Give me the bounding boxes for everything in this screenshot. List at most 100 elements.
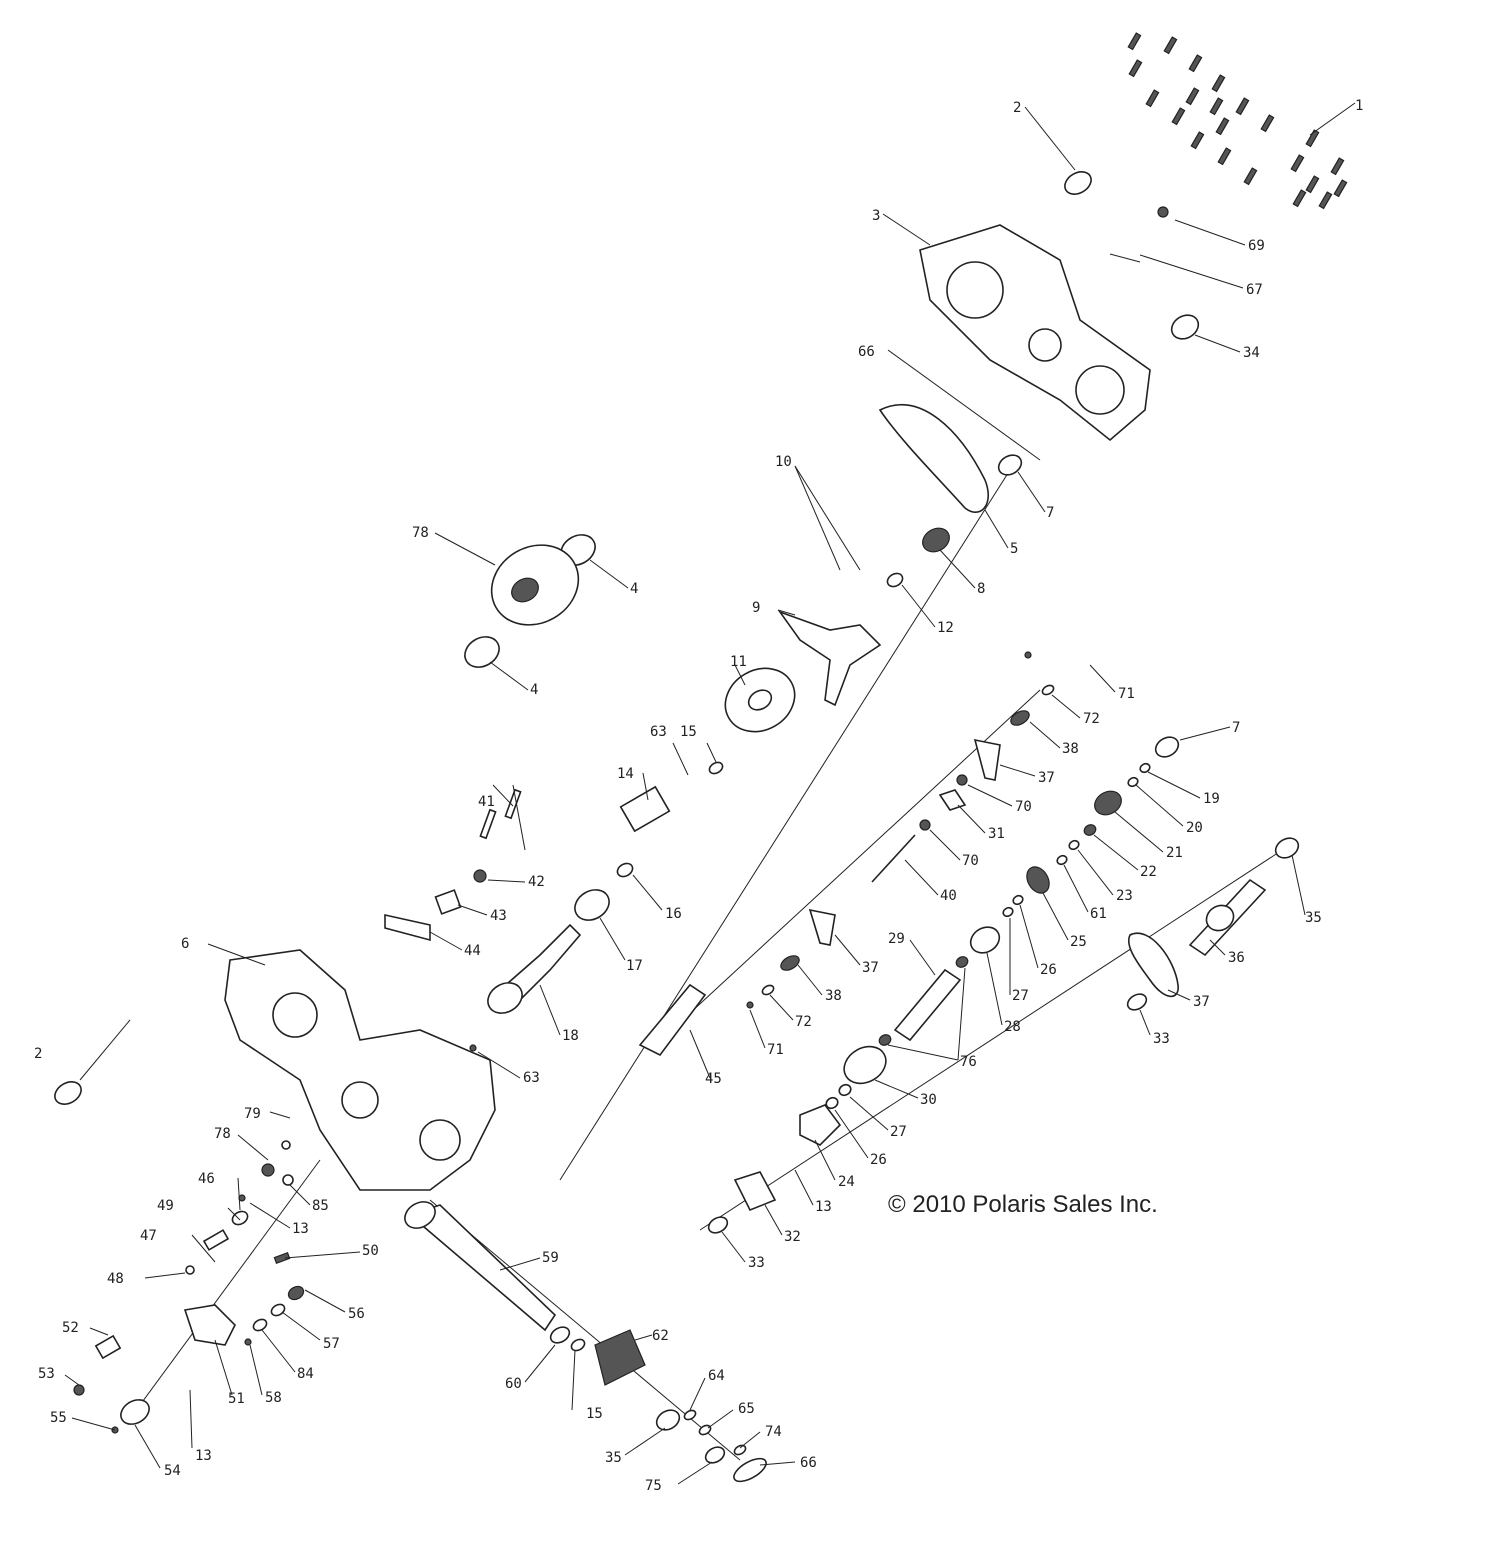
spring-39-upper: [1010, 710, 1030, 726]
cover-32: [733, 1171, 777, 1212]
callout-36: 36: [1228, 950, 1245, 966]
fork-38-upper: [973, 738, 1001, 781]
callout-37: 37: [1193, 994, 1210, 1010]
copyright-notice: © 2010 Polaris Sales Inc.: [888, 1191, 1158, 1218]
callout-59: 59: [542, 1250, 559, 1266]
bearing-7-lower: [1154, 736, 1180, 758]
collar-57: [270, 1303, 286, 1317]
sprocket-8: [922, 527, 950, 553]
callout-76: 76: [960, 1054, 977, 1070]
callout-3: 3: [872, 208, 880, 224]
callout-18: 18: [562, 1028, 579, 1044]
callout-57: 57: [323, 1336, 340, 1352]
ring-27-lower: [838, 1083, 852, 1097]
callout-30: 30: [920, 1092, 937, 1108]
bolt-set: [1127, 32, 1348, 210]
gear-21: [1094, 790, 1122, 816]
callout-13c: 13: [195, 1448, 212, 1464]
plate-14: [619, 785, 671, 833]
ring-75: [704, 1446, 726, 1464]
gear-30: [843, 1045, 887, 1085]
callout-leaders: [64, 102, 1356, 1485]
callout-42: 42: [528, 874, 545, 890]
callout-52: 52: [62, 1320, 79, 1336]
washer-78: [281, 1140, 291, 1150]
callout-27b: 27: [890, 1124, 907, 1140]
callout-6: 6: [181, 936, 189, 952]
nut-70: [1157, 206, 1169, 218]
callout-21: 21: [1166, 845, 1183, 861]
callout-47: 47: [140, 1228, 157, 1244]
motor-54: [120, 1399, 150, 1425]
pin-72-lower: [746, 1001, 754, 1009]
callout-43: 43: [490, 908, 507, 924]
pin-41a: [479, 808, 497, 840]
ring-16: [616, 862, 634, 878]
callout-63b: 63: [523, 1070, 540, 1086]
drive-chain: [878, 404, 990, 513]
callout-85: 85: [312, 1198, 329, 1214]
nut-77: [261, 1163, 275, 1177]
gear-49: [231, 1210, 249, 1226]
sensor-67: [1109, 253, 1141, 263]
callout-67: 67: [1246, 282, 1263, 298]
callout-39a: 38: [1062, 741, 1079, 757]
callout-1: 1: [1355, 98, 1363, 114]
parts-drawing: [54, 32, 1348, 1483]
callout-73b: 72: [795, 1014, 812, 1030]
callout-26a: 26: [1040, 962, 1057, 978]
clip-71-lower: [919, 819, 931, 831]
callout-63a: 63: [650, 724, 667, 740]
callout-62: 62: [652, 1328, 669, 1344]
callout-72a: 71: [1118, 686, 1135, 702]
bearing-4-lower: [464, 636, 500, 668]
ring-20: [1127, 776, 1139, 788]
callout-26b: 26: [870, 1152, 887, 1168]
callout-79: 78: [412, 525, 429, 541]
callout-84: 84: [297, 1366, 314, 1382]
ring-23: [1068, 839, 1080, 851]
callout-65: 65: [738, 1401, 755, 1417]
ring-15-upper: [708, 761, 724, 775]
callout-9: 9: [752, 600, 760, 616]
case-half-lower: [224, 949, 496, 1191]
callout-5: 5: [1010, 541, 1018, 557]
callout-10: 10: [775, 454, 792, 470]
callout-19: 19: [1203, 791, 1220, 807]
pin-58: [244, 1338, 252, 1346]
callout-4b: 4: [530, 682, 538, 698]
callout-16: 16: [665, 906, 682, 922]
washer-84: [252, 1318, 268, 1332]
shaft-29: [893, 968, 962, 1042]
callout-41: 41: [478, 794, 495, 810]
gear-76-upper: [955, 956, 969, 968]
washer-73-lower: [761, 984, 775, 996]
callout-72b: 71: [767, 1042, 784, 1058]
callout-34: 34: [1243, 345, 1260, 361]
shaft-59: [408, 1204, 557, 1332]
bearing-33-lower: [707, 1216, 729, 1234]
callout-8: 8: [977, 581, 985, 597]
drum-45: [638, 983, 707, 1057]
bearing-35-lower: [655, 1409, 681, 1431]
callout-77: 78: [214, 1126, 231, 1142]
cover-66: [733, 1457, 767, 1483]
callout-15a: 15: [680, 724, 697, 740]
callout-33b: 33: [1153, 1031, 1170, 1047]
rod-40: [871, 834, 916, 883]
ring-27-upper: [1002, 906, 1014, 918]
bearing-7-upper: [997, 454, 1023, 476]
seal-2-upper: [1064, 171, 1092, 195]
callout-38b: 37: [862, 960, 879, 976]
callout-66: 66: [800, 1455, 817, 1471]
washer-73-upper: [1041, 684, 1055, 696]
bolt-46: [238, 1194, 246, 1202]
callout-32: 32: [784, 1229, 801, 1245]
callout-64: 64: [708, 1368, 725, 1384]
spring-50: [273, 1252, 291, 1264]
plate-24: [799, 1104, 842, 1146]
callout-55: 55: [50, 1410, 67, 1426]
bearing-34: [1170, 314, 1200, 340]
callout-58: 58: [265, 1390, 282, 1406]
